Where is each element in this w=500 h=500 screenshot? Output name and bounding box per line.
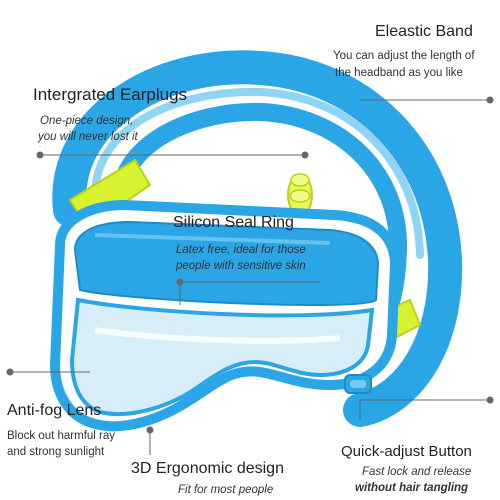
headband-strap-highlight <box>90 87 424 259</box>
band-desc-line1: You can adjust the length of <box>333 50 475 62</box>
ergonomic-desc-line1: Fit for most people <box>178 484 274 496</box>
headband-strap <box>52 50 463 427</box>
seal-desc-line1: Latex free, ideal for those <box>176 244 306 256</box>
band-title: Eleastic Band <box>375 23 473 40</box>
antifog-desc-line2: and strong sunlight <box>7 446 105 458</box>
goggle-lens <box>69 297 375 417</box>
quick-desc-line2: without hair tangling <box>355 482 469 494</box>
earplugs-desc-line2: you will never lost it <box>38 131 138 143</box>
lens-reflection <box>94 327 341 344</box>
seal-title: Silicon Seal Ring <box>173 214 294 231</box>
antifog-title: Anti-fog Lens <box>7 402 102 419</box>
earplugs-desc-line1: One-piece design, <box>40 115 134 127</box>
seal-desc-line2: people with sensitive skin <box>176 260 306 272</box>
earplug <box>287 173 313 216</box>
antifog-desc-line1: Block out harmful ray <box>7 430 116 442</box>
quick-title: Quick-adjust Button <box>341 443 472 460</box>
quick-desc-line1: Fast lock and release <box>362 466 472 478</box>
seal-highlight <box>94 233 331 245</box>
leader-lines <box>6 96 494 455</box>
band-desc-line2: the headband as you like <box>335 67 463 79</box>
earplugs-title: Intergrated Earplugs <box>33 85 188 104</box>
ergonomic-title: 3D Ergonomic design <box>131 460 284 477</box>
quick-adjust-buckle <box>344 374 372 394</box>
